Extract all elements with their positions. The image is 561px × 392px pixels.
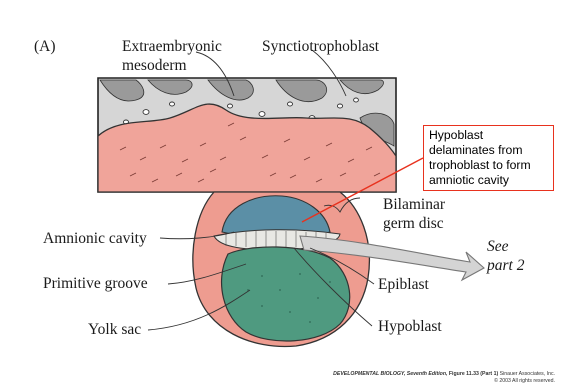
yolk-sac (222, 247, 350, 341)
label-yolk-sac: Yolk sac (88, 321, 141, 339)
label-syncytiotrophoblast: Synctiotrophoblast (262, 38, 379, 56)
credit-title: DEVELOPMENTAL BIOLOGY, Seventh Edition, (333, 371, 447, 377)
callout-box: Hypoblast delaminates from trophoblast t… (423, 125, 554, 191)
label-epiblast: Epiblast (378, 276, 429, 294)
label-hypoblast: Hypoblast (378, 318, 442, 336)
callout-line-2: delaminates from (429, 143, 548, 158)
figure-credit: DEVELOPMENTAL BIOLOGY, Seventh Edition, … (333, 371, 555, 384)
label-bilaminar-line1: Bilaminar (383, 196, 445, 214)
credit-publisher: Sinauer Associates, Inc. (498, 371, 555, 377)
callout-line-3: trophoblast to form (429, 158, 548, 173)
callout-line-1: Hypoblast (429, 128, 548, 143)
label-primitive-groove: Primitive groove (43, 275, 148, 293)
callout-line-4: amniotic cavity (429, 173, 548, 188)
panel-label: (A) (34, 38, 56, 56)
label-see: See (487, 238, 509, 256)
credit-figure: Figure 11.33 (Part 1) (447, 371, 498, 377)
label-bilaminar-line2: germ disc (383, 215, 444, 233)
credit-rights: © 2003 All rights reserved. (333, 378, 555, 385)
label-extraembryonic-line2: mesoderm (122, 57, 187, 75)
label-part-2: part 2 (487, 257, 524, 275)
label-amnionic-cavity: Amnionic cavity (43, 230, 147, 248)
label-extraembryonic-line1: Extraembryonic (122, 38, 222, 56)
